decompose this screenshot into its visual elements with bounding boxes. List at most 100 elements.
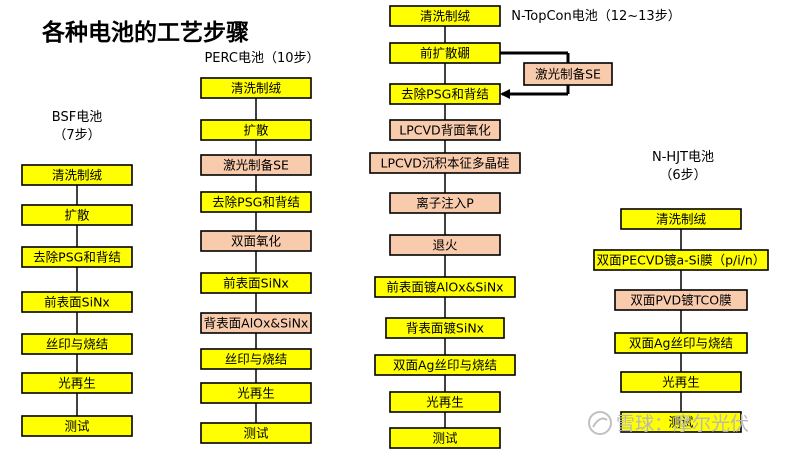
topcon-step-2: 前扩散硼 (389, 42, 501, 64)
topcon-step-11: 光再生 (389, 391, 501, 413)
perc-step-4: 去除PSG和背结 (200, 191, 312, 213)
step-label: 前表面镀AlOx&SiNx (386, 280, 503, 295)
step-box (593, 249, 769, 271)
perc-step-2: 扩散 (200, 119, 312, 141)
bsf-step-5: 丝印与烧结 (21, 333, 133, 355)
hjt-step-1: 清洗制绒 (620, 208, 742, 230)
topcon-step-7: 退火 (389, 234, 501, 256)
step-label: 清洗制绒 (52, 168, 103, 183)
step-box (21, 372, 133, 394)
step-box (389, 391, 501, 413)
step-label: 光再生 (237, 386, 275, 401)
step-label: 去除PSG和背结 (33, 250, 121, 265)
step-label: 光再生 (662, 375, 700, 390)
step-label: 清洗制绒 (420, 9, 471, 24)
hjt-step-3: 双面PVD镀TCO膜 (614, 289, 748, 311)
topcon-step-10: 双面Ag丝印与烧结 (374, 354, 516, 376)
step-box (21, 246, 133, 268)
hjt-step-2: 双面PECVD镀a-Si膜（p/i/n） (593, 249, 769, 271)
step-label: LPCVD背面氧化 (399, 123, 491, 138)
step-box (200, 272, 312, 294)
step-label: 测试 (64, 419, 90, 434)
step-label: 离子注入P (416, 196, 474, 211)
topcon-step-4: LPCVD背面氧化 (389, 119, 501, 141)
perc-step-6: 前表面SiNx (200, 272, 312, 294)
step-box (200, 230, 312, 252)
step-label: 前表面SiNx (223, 276, 289, 291)
perc-step-1: 清洗制绒 (200, 77, 312, 99)
step-label: 去除PSG和背结 (401, 87, 489, 102)
step-box (200, 191, 312, 213)
connector-layer (76, 26, 682, 428)
step-box (389, 5, 501, 27)
step-box (374, 354, 516, 376)
step-box (200, 348, 312, 370)
step-label: 激光制备SE (535, 67, 601, 82)
step-box (200, 312, 312, 334)
step-box (21, 415, 133, 437)
step-box (523, 62, 613, 86)
topcon-step-3: 去除PSG和背结 (389, 83, 501, 105)
hjt-heading-0: N-HJT电池 (652, 150, 714, 165)
step-label: 双面氧化 (231, 234, 282, 249)
step-box (385, 317, 505, 339)
topcon-heading-0: N-TopCon电池（12~13步） (511, 9, 680, 24)
step-label: 测试 (243, 426, 269, 441)
step-box (620, 371, 742, 393)
step-box (620, 411, 742, 433)
step-label: 背表面AlOx&SiNx (204, 316, 309, 331)
step-box (21, 333, 133, 355)
step-box (389, 42, 501, 64)
perc-heading-0: PERC电池（10步） (204, 51, 319, 66)
bsf-heading-0: BSF电池 (52, 110, 102, 125)
step-box (200, 154, 312, 176)
step-label: 光再生 (426, 395, 464, 410)
step-label: 双面Ag丝印与烧结 (629, 336, 733, 351)
step-box (200, 119, 312, 141)
snowball-logo-mark (592, 417, 608, 428)
snowball-logo-icon (588, 411, 612, 435)
step-box (389, 427, 501, 449)
perc-step-9: 光再生 (200, 382, 312, 404)
step-box (200, 382, 312, 404)
bsf-step-4: 前表面SiNx (21, 291, 133, 313)
topcon-step-6: 离子注入P (389, 192, 501, 214)
step-label: 激光制备SE (223, 158, 289, 173)
step-label: 丝印与烧结 (46, 337, 109, 352)
watermark: 雪球：摩尔光伏 (588, 411, 749, 435)
perc-step-10: 测试 (200, 422, 312, 444)
step-box (614, 332, 748, 354)
bsf-step-2: 扩散 (21, 204, 133, 226)
step-label: 扩散 (243, 123, 269, 138)
step-label: 测试 (668, 415, 694, 430)
bsf-heading-1: （7步） (53, 128, 100, 143)
step-box (21, 164, 133, 186)
step-label: 清洗制绒 (656, 212, 707, 227)
step-label: 前表面SiNx (44, 295, 110, 310)
step-layer: 清洗制绒扩散去除PSG和背结前表面SiNx丝印与烧结光再生测试清洗制绒扩散激光制… (21, 5, 769, 449)
step-box (389, 192, 501, 214)
step-label: 去除PSG和背结 (212, 195, 300, 210)
topcon-step-12: 测试 (389, 427, 501, 449)
bsf-step-1: 清洗制绒 (21, 164, 133, 186)
step-box (369, 152, 521, 174)
step-label: 扩散 (64, 208, 90, 223)
step-box (200, 77, 312, 99)
heading-layer: BSF电池 （7步） PERC电池（10步） N-TopCon电池（12~13步） N-… (52, 9, 714, 183)
topcon-side-step: 激光制备SE (523, 62, 613, 86)
step-label: 清洗制绒 (231, 81, 282, 96)
perc-step-3: 激光制备SE (200, 154, 312, 176)
step-label: 双面Ag丝印与烧结 (393, 358, 497, 373)
step-label: 丝印与烧结 (225, 352, 288, 367)
step-label: 双面PECVD镀a-Si膜（p/i/n） (597, 253, 766, 268)
perc-step-5: 双面氧化 (200, 230, 312, 252)
topcon-step-8: 前表面镀AlOx&SiNx (374, 276, 516, 298)
step-label: 背表面镀SiNx (406, 321, 484, 336)
step-box (21, 204, 133, 226)
bsf-step-6: 光再生 (21, 372, 133, 394)
bsf-step-3: 去除PSG和背结 (21, 246, 133, 268)
bsf-step-7: 测试 (21, 415, 133, 437)
step-label: 双面PVD镀TCO膜 (630, 293, 731, 308)
step-label: 测试 (432, 431, 458, 446)
